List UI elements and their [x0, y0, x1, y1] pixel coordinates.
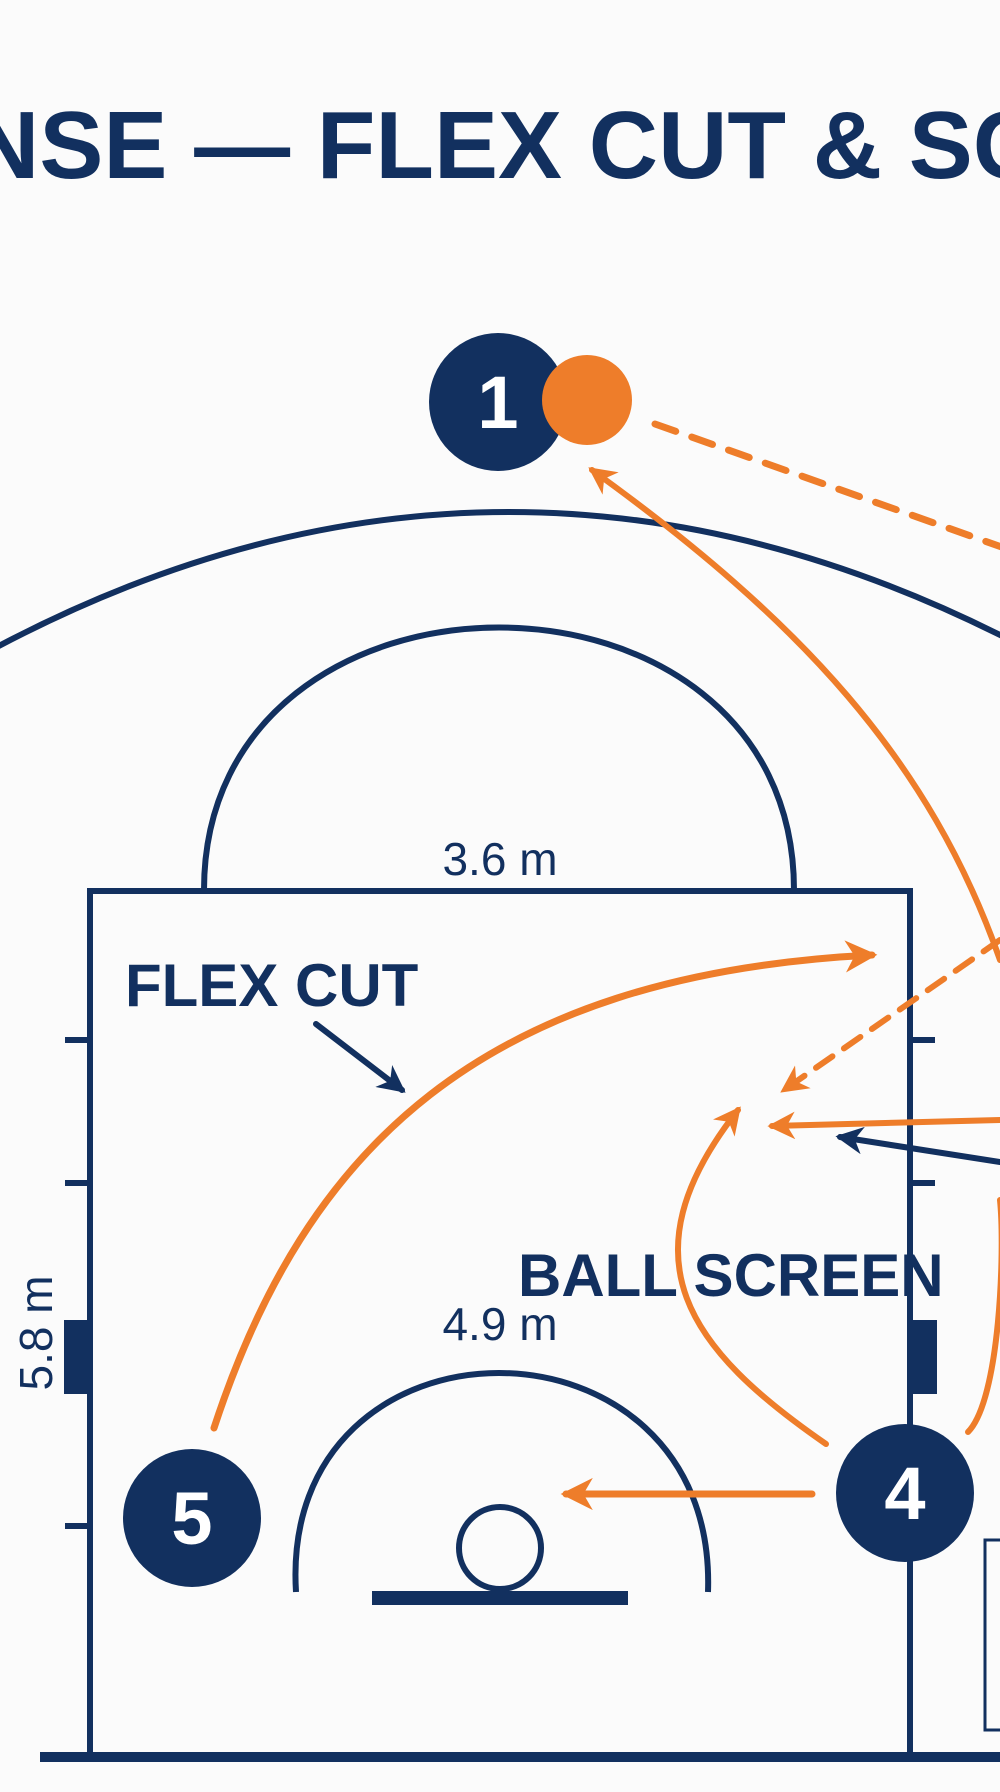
scorer-box: [983, 1538, 1000, 1732]
player-5-marker: 5: [123, 1449, 261, 1587]
second-wing-to-lane-arrow: [767, 1111, 1000, 1140]
ball-screen-label: BALL SCREEN: [518, 1242, 944, 1309]
wing-curl-arrow: [965, 1197, 1000, 1435]
player-4-marker: 4: [836, 1424, 974, 1562]
play-title: NSE — FLEX CUT & SCRE: [0, 92, 1000, 199]
restricted-arc: [292, 1370, 712, 1593]
player-1-number: 1: [477, 361, 518, 444]
player-5-number: 5: [171, 1477, 212, 1560]
block-right: [909, 1320, 937, 1394]
flex-cut-pointer-arrow: [313, 1021, 406, 1093]
hoop: [456, 1504, 544, 1592]
player-5-circle: [123, 1449, 261, 1587]
pass-line-dashed: [651, 420, 1000, 551]
wing-cut-to-top-arrow: [588, 467, 1000, 963]
player-4-number: 4: [884, 1452, 925, 1535]
lane-length-label: 5.8 m: [10, 1275, 62, 1390]
player-1-marker: 1: [429, 333, 567, 471]
circle-width-label: 4.9 m: [442, 1298, 557, 1350]
movement-arrows: [210, 420, 1000, 1511]
ball-icon: [542, 355, 632, 445]
flex-cut-arrow: [210, 940, 878, 1432]
dashed-pass-to-lane: [780, 937, 1000, 1093]
free-throw-arc: [201, 624, 797, 891]
block-left: [64, 1320, 92, 1394]
player-1-circle: [429, 333, 567, 471]
player-4-circle: [836, 1424, 974, 1562]
ball-screen-roll-arrow: [674, 1106, 829, 1447]
navy-screen-arrow: [835, 1126, 1000, 1165]
lane-width-label: 3.6 m: [442, 833, 557, 885]
three-point-arc: [0, 509, 1000, 649]
flex-cut-label: FLEX CUT: [125, 952, 418, 1019]
